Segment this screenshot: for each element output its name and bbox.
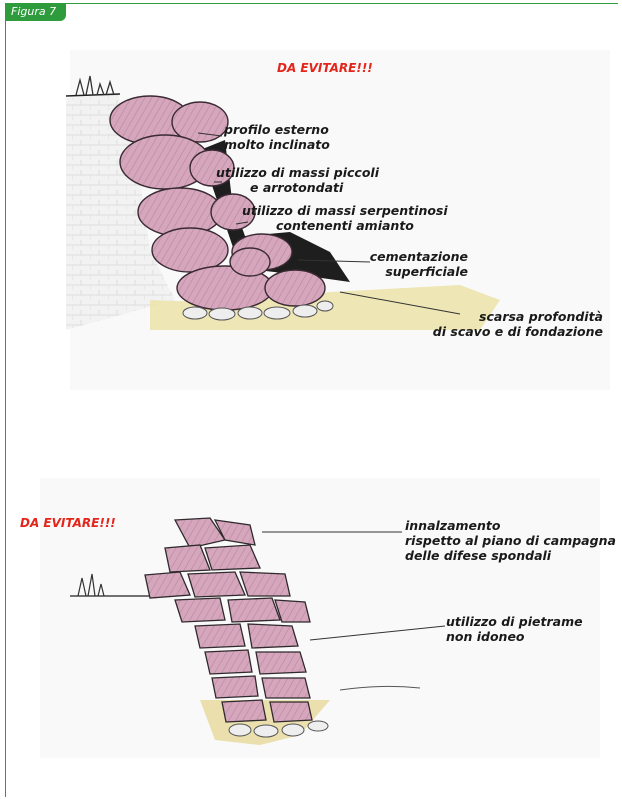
label-massi-serpentinosi: utilizzo di massi serpentinosi contenent… — [242, 203, 448, 233]
label-pietrame: utilizzo di pietrame non idoneo — [446, 614, 583, 644]
label-cementazione: cementazione superficiale — [360, 249, 468, 279]
label-profilo-esterno: profilo esterno molto inclinato — [224, 122, 330, 152]
label-massi-piccoli: utilizzo di massi piccoli e arrotondati — [216, 165, 379, 195]
top-warning: DA EVITARE!!! — [277, 61, 373, 76]
label-scarsa-profondita: scarsa profondità di scavo e di fondazio… — [420, 309, 603, 339]
label-innalzamento: innalzamento rispetto al piano di campag… — [405, 518, 616, 563]
bottom-warning: DA EVITARE!!! — [20, 516, 116, 531]
